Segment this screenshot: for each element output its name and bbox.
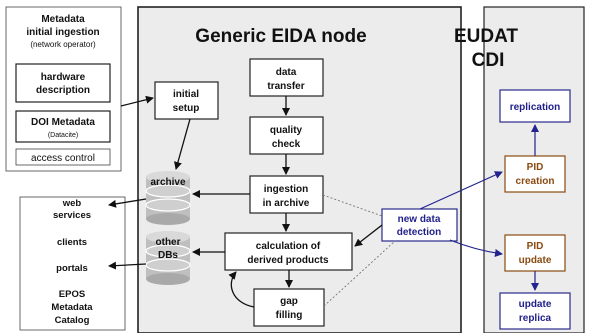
other-label: other xyxy=(156,237,181,248)
services-label: services xyxy=(53,210,91,221)
access-control-box xyxy=(15,148,111,166)
update-replica-box xyxy=(499,292,571,330)
replication-box xyxy=(499,89,571,123)
derived-label-1: calculation of xyxy=(256,241,321,252)
web-label: web xyxy=(62,198,82,209)
replica-label: replica xyxy=(519,313,552,324)
setup-label: setup xyxy=(173,103,200,114)
dbs-label: DBs xyxy=(158,250,178,261)
new-data-label-2: detection xyxy=(397,227,441,238)
archive-database-icon xyxy=(145,171,191,225)
pid-creation-label-2: creation xyxy=(516,176,555,187)
main-title: Generic EIDA node xyxy=(195,26,366,47)
eudat-title: EUDAT xyxy=(454,26,518,47)
replication-label: replication xyxy=(510,102,561,113)
update-label: update xyxy=(519,299,552,310)
data-transfer-label-1: data xyxy=(276,67,297,78)
data-transfer-label-2: transfer xyxy=(267,81,304,92)
gap-detection-dotted xyxy=(323,240,396,307)
data-transfer-box xyxy=(249,58,324,97)
hardware-label: hardware xyxy=(41,72,86,83)
detection-to-derived-arrow xyxy=(354,224,383,247)
pid-creation-label-1: PID xyxy=(527,162,544,173)
gap-label-1: gap xyxy=(280,296,298,307)
quality-check-label-2: check xyxy=(272,139,301,150)
portals-label: portals xyxy=(56,263,88,274)
hardware-description-box xyxy=(15,63,111,103)
metadata-title: Metadata xyxy=(41,14,85,25)
doi-title: DOI Metadata xyxy=(31,117,95,128)
detection-to-pid-creation-arrow xyxy=(419,171,503,210)
eida-node-panel xyxy=(137,6,462,333)
description-label: description xyxy=(36,85,90,96)
doi-metadata-box xyxy=(15,110,111,143)
access-control-label: access control xyxy=(31,153,95,164)
doi-subtitle: (Datacite) xyxy=(48,132,78,139)
cdi-title: CDI xyxy=(472,50,505,71)
services-panel xyxy=(19,196,126,331)
clients-label: clients xyxy=(57,237,87,248)
metadata-subtitle: (network operator) xyxy=(30,40,96,49)
pid-update-label-2: update xyxy=(519,255,552,266)
derived-label-2: derived products xyxy=(247,255,329,266)
gap-filling-box xyxy=(253,288,325,327)
derived-products-box xyxy=(224,232,353,271)
pid-creation-box xyxy=(504,155,566,193)
ingestion-label-1: ingestion xyxy=(264,184,308,195)
setup-to-archive-arrow xyxy=(174,118,191,170)
quality-check-box xyxy=(249,116,324,155)
archive-label: archive xyxy=(150,177,185,188)
quality-check-label-1: quality xyxy=(270,125,303,136)
other-dbs-database-icon xyxy=(145,231,191,285)
pid-update-box xyxy=(504,234,566,272)
ingestion-archive-box xyxy=(249,175,324,214)
epos-label: EPOS xyxy=(59,289,85,300)
gap-label-2: filling xyxy=(276,310,303,321)
ingestion-detection-dotted xyxy=(322,194,383,217)
otherdbs-to-portals-arrow xyxy=(108,261,147,270)
ingestion-label-2: in archive xyxy=(263,198,310,209)
initial-label: initial xyxy=(173,89,199,100)
pid-update-label-1: PID xyxy=(527,241,544,252)
metadata-title-line2: initial ingestion xyxy=(26,27,99,38)
metadata-label: Metadata xyxy=(51,302,93,313)
detection-to-pid-update-arrow xyxy=(449,239,503,257)
initial-setup-box xyxy=(154,81,219,120)
new-data-label-1: new data xyxy=(398,214,441,225)
gap-to-derived-loop-arrow xyxy=(228,271,255,308)
metadata-to-setup-arrow xyxy=(120,95,154,107)
archive-to-webservices-arrow xyxy=(108,198,147,208)
catalog-label: Catalog xyxy=(55,315,90,326)
